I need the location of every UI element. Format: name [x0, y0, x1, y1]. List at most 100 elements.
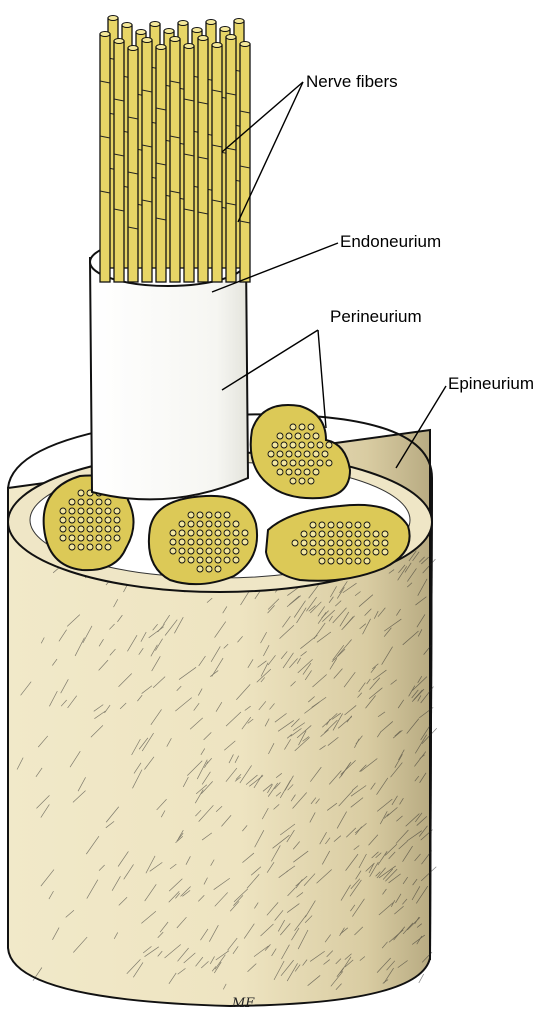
nerve-fiber: [100, 34, 110, 282]
fascicle-fiber: [346, 549, 352, 555]
fascicle-fiber: [233, 557, 239, 563]
fascicle-fiber: [304, 469, 310, 475]
fascicle-fiber: [78, 535, 84, 541]
fascicle-fiber: [326, 460, 332, 466]
fascicle-fiber: [268, 451, 274, 457]
leader-perineurium-2: [318, 330, 326, 428]
fascicle-fiber: [233, 530, 239, 536]
nerve-fiber: [114, 41, 124, 282]
fascicle-fiber: [206, 566, 212, 572]
fascicle-fiber: [272, 442, 278, 448]
fascicle-fiber: [206, 557, 212, 563]
fascicle-fiber: [281, 460, 287, 466]
fascicle-fiber: [310, 549, 316, 555]
nerve-fiber-end: [212, 43, 222, 48]
fascicle-fiber: [60, 508, 66, 514]
fascicle-fiber: [114, 508, 120, 514]
fascicle-fiber: [96, 499, 102, 505]
nerve-fiber-end: [192, 28, 202, 33]
label-perineurium: Perineurium: [330, 307, 422, 327]
fascicle-fiber: [301, 540, 307, 546]
fascicle-fiber: [281, 442, 287, 448]
fascicle-middle: [149, 496, 257, 584]
fascicle-fiber: [290, 424, 296, 430]
fascicle-fiber: [373, 540, 379, 546]
fascicle-fiber: [188, 530, 194, 536]
fascicle-fiber: [346, 531, 352, 537]
fascicle-fiber: [215, 548, 221, 554]
fascicle-fiber: [328, 558, 334, 564]
nerve-fiber-end: [170, 37, 180, 42]
fascicle-fiber: [337, 531, 343, 537]
fascicle-fiber: [233, 521, 239, 527]
nerve-fiber: [212, 45, 222, 282]
fascicle-fiber: [105, 526, 111, 532]
label-nerve-fibers: Nerve fibers: [306, 72, 398, 92]
fascicle-fiber: [114, 526, 120, 532]
fascicle-fiber: [206, 521, 212, 527]
fascicle-fiber: [295, 433, 301, 439]
fascicle-fiber: [364, 540, 370, 546]
fascicle-fiber: [188, 512, 194, 518]
fascicle-fiber: [382, 531, 388, 537]
fascicle-fiber: [286, 451, 292, 457]
fascicle-fiber: [69, 508, 75, 514]
fascicle-fiber: [105, 544, 111, 550]
fascicle-fiber: [337, 549, 343, 555]
fascicle-fiber: [304, 451, 310, 457]
fascicle-fiber: [179, 539, 185, 545]
fascicle-fiber: [215, 530, 221, 536]
nerve-fiber-end: [100, 32, 110, 37]
fascicle-fiber: [215, 521, 221, 527]
nerve-fiber-end: [128, 46, 138, 51]
nerve-fiber: [128, 48, 138, 282]
fascicle-fiber: [313, 451, 319, 457]
fascicle-fiber: [355, 531, 361, 537]
fascicle-fiber: [242, 530, 248, 536]
fascicle-fiber: [328, 549, 334, 555]
nerve-fiber: [170, 39, 180, 282]
fascicle-fiber: [319, 531, 325, 537]
fascicle-fiber: [87, 544, 93, 550]
fascicle-fiber: [170, 548, 176, 554]
fascicle-fiber: [319, 540, 325, 546]
nerve-fiber: [184, 46, 194, 282]
fascicle-fiber: [328, 531, 334, 537]
fascicle-fiber: [290, 460, 296, 466]
fascicle-fiber: [224, 539, 230, 545]
fascicle-fiber: [277, 469, 283, 475]
fascicle-fiber: [188, 521, 194, 527]
fascicle-fiber: [337, 540, 343, 546]
fascicle-fiber: [197, 557, 203, 563]
nerve-fiber-end: [198, 36, 208, 41]
nerve-fiber-end: [178, 21, 188, 26]
fascicle-fiber: [206, 539, 212, 545]
nerve-fiber: [142, 40, 152, 282]
fascicle-fiber: [224, 557, 230, 563]
fascicle-fiber: [105, 517, 111, 523]
fascicle-fiber: [364, 558, 370, 564]
fascicle-fiber: [78, 526, 84, 532]
fascicle-fiber: [87, 508, 93, 514]
fascicle-fiber: [78, 508, 84, 514]
fascicle-fiber: [317, 460, 323, 466]
fascicle-fiber: [69, 544, 75, 550]
fascicle-fiber: [326, 442, 332, 448]
fascicle-fiber: [197, 521, 203, 527]
label-epineurium: Epineurium: [448, 374, 534, 394]
fascicle-fiber: [179, 521, 185, 527]
fascicle-fiber: [304, 433, 310, 439]
fascicle-fiber: [346, 522, 352, 528]
fascicle-fiber: [277, 451, 283, 457]
fascicle-fiber: [233, 548, 239, 554]
fascicle-fiber: [319, 558, 325, 564]
nerve-fiber: [240, 44, 250, 282]
nerve-fiber-end: [108, 16, 118, 21]
fascicle-fiber: [290, 478, 296, 484]
fascicle-fiber: [78, 544, 84, 550]
fascicle-fiber: [310, 531, 316, 537]
fascicle-fiber: [299, 460, 305, 466]
fascicle-fiber: [215, 566, 221, 572]
fascicle-fiber: [215, 539, 221, 545]
